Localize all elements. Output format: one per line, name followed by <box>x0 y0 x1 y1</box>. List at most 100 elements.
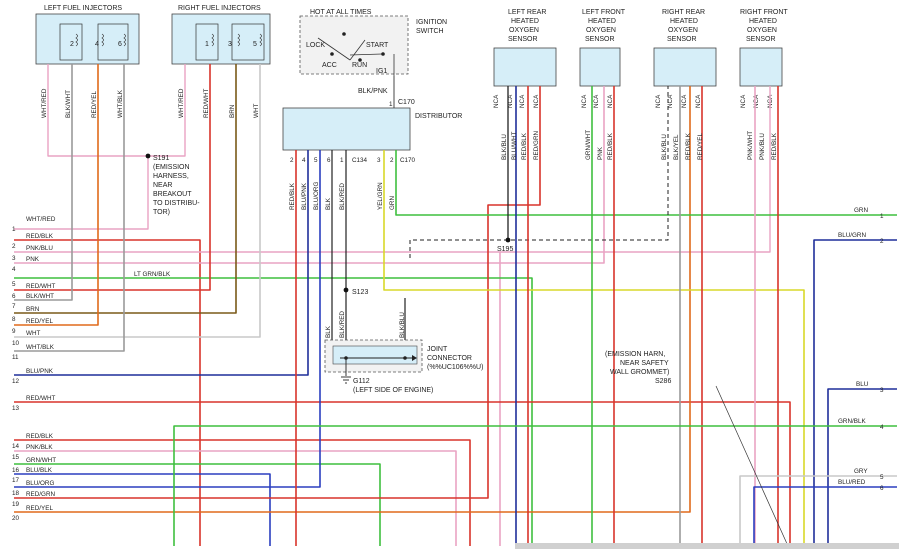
o2-lr-line-1: LEFT REAR <box>508 9 546 16</box>
left-injector-coils-icon <box>59 23 129 61</box>
wire-row16-grn-wht <box>14 463 381 546</box>
o2-rr-line-2: HEATED <box>670 18 698 25</box>
right-row-wire-label: GRY <box>854 468 868 475</box>
dist-wire-label: YEL/GRN <box>377 182 384 210</box>
wire-right-grn-blk <box>173 425 897 546</box>
o2-rf-line-4: SENSOR <box>746 36 776 43</box>
wire-right-gry <box>739 475 897 546</box>
wire-row9-red-yel <box>14 64 99 326</box>
wire-layer <box>14 64 897 546</box>
right-row-wire-label: BLU <box>856 381 869 388</box>
o2-lr-wire-label: BLU/WHT <box>511 132 518 160</box>
s286-leader-line <box>715 385 789 547</box>
o2-rr-line-3: OXYGEN <box>668 27 698 34</box>
ground-g112-icon <box>341 376 351 384</box>
right-injector-pin-3: 3 <box>228 41 232 48</box>
left-front-o2-sensor-box <box>579 47 621 87</box>
left-row-wire-label: BLK/WHT <box>26 293 54 300</box>
dist-pin-5: 5 <box>314 157 318 164</box>
wire-row12-blu-pnk <box>14 150 309 376</box>
wire-row17-blu-blk <box>14 473 271 546</box>
wire-row8-brn <box>14 64 237 314</box>
o2-rr-wire-label: BLK/YEL <box>673 134 680 160</box>
dist-c134-label: C134 <box>352 157 368 164</box>
splice-s195-dot <box>505 237 511 243</box>
left-rear-o2-title: LEFT REAR HEATED OXYGEN SENSOR <box>508 9 546 43</box>
left-row-number: 4 <box>12 266 16 273</box>
left-row-number: 12 <box>12 378 20 385</box>
dist-wire-label: GRN <box>389 196 396 210</box>
nca-label: NCA <box>493 94 500 108</box>
o2-rf-wire-label: RED/BLK <box>771 132 778 160</box>
nca-label: NCA <box>740 94 747 108</box>
dist-pin-1: 1 <box>340 157 344 164</box>
nca-label: NCA <box>507 94 514 108</box>
joint-connector-annotation: JOINT CONNECTOR (%%UC106%%U) <box>427 346 483 371</box>
blk-pnk-label: BLK/PNK <box>358 88 388 95</box>
joint-wire-label: BLK/RED <box>339 311 346 338</box>
left-row-wire-label: GRN/WHT <box>26 457 56 464</box>
left-injector-pin-6: 6 <box>118 41 122 48</box>
splice-s191-dot <box>145 153 151 159</box>
s191-line-3: HARNESS, <box>153 173 189 180</box>
inj-left-wire-label: RED/YEL <box>91 91 98 118</box>
wire-row10-wht <box>14 64 261 338</box>
nca-label: NCA <box>533 94 540 108</box>
o2-lf-wire-label: PNK <box>597 146 604 160</box>
splice-s123-dot <box>343 287 349 293</box>
inj-right-wire-label: WHT <box>253 104 260 118</box>
distributor-title: DISTRIBUTOR <box>415 113 462 120</box>
o2-lf-line-4: SENSOR <box>585 36 615 43</box>
left-row-wire-label: RED/GRN <box>26 491 55 498</box>
left-row-number: 13 <box>12 405 20 412</box>
left-row-wire-label: RED/WHT <box>26 395 56 402</box>
ignition-ig1-label: IG1 <box>376 68 387 75</box>
s191-line-5: BREAKOUT <box>153 191 192 198</box>
wire-row2-red-blk <box>14 239 201 546</box>
s123-label: S123 <box>352 289 368 296</box>
nca-label: NCA <box>695 94 702 108</box>
left-row-number: 14 <box>12 443 20 450</box>
nca-label: NCA <box>593 94 600 108</box>
left-row-number: 16 <box>12 467 20 474</box>
joint-wire-label: BLK <box>325 325 332 338</box>
right-injector-pin-1: 1 <box>205 41 209 48</box>
s191-annotation: S191 (EMISSION HARNESS, NEAR BREAKOUT TO… <box>153 155 200 216</box>
left-row-number: 19 <box>12 501 20 508</box>
left-row-wire-label: LT GRN/BLK <box>134 271 171 278</box>
inj-right-wire-label: WHT/RED <box>178 88 185 118</box>
o2-rf-wire-label: PNK/BLU <box>759 133 766 160</box>
s286-line-1: (EMISSION HARN, <box>605 351 665 358</box>
o2-rr-wire-label: RED/YEL <box>697 133 704 160</box>
left-row-wire-label: RED/YEL <box>26 505 53 512</box>
ignition-lock-label: LOCK <box>306 42 325 49</box>
left-front-o2-title: LEFT FRONT HEATED OXYGEN SENSOR <box>582 9 626 43</box>
left-row-number: 2 <box>12 243 16 250</box>
ignition-run-label: RUN <box>352 62 367 69</box>
left-row-number: 9 <box>12 328 16 335</box>
g112-label: G112 <box>353 378 370 385</box>
inj-left-wire-label: BLK/WHT <box>65 90 72 118</box>
wire-row7-blk-wht <box>14 64 73 301</box>
right-row-number: 5 <box>880 474 884 481</box>
s286-line-4: S286 <box>655 378 671 385</box>
left-row-number: 10 <box>12 340 20 347</box>
o2-lr-wire-label: RED/GRN <box>533 131 540 160</box>
wire-pnk-blu-to-o2 <box>500 86 771 253</box>
left-row-wire-label: RED/YEL <box>26 318 53 325</box>
o2-lf-line-1: LEFT FRONT <box>582 9 626 16</box>
joint-connector-bus-icon <box>340 355 417 376</box>
left-row-number: 6 <box>12 293 16 300</box>
right-fuel-injectors-box <box>171 13 271 65</box>
o2-lr-line-3: OXYGEN <box>509 27 539 34</box>
joint-line-1: JOINT <box>427 346 448 353</box>
nca-label: NCA <box>655 94 662 108</box>
joint-line-3: (%%UC106%%U) <box>427 364 483 371</box>
left-row-wire-label: BRN <box>26 306 40 313</box>
ignition-switch-title-1: IGNITION <box>416 19 447 26</box>
s286-line-2: NEAR SAFETY <box>620 360 669 367</box>
left-fuel-injectors-title: LEFT FUEL INJECTORS <box>44 5 122 12</box>
